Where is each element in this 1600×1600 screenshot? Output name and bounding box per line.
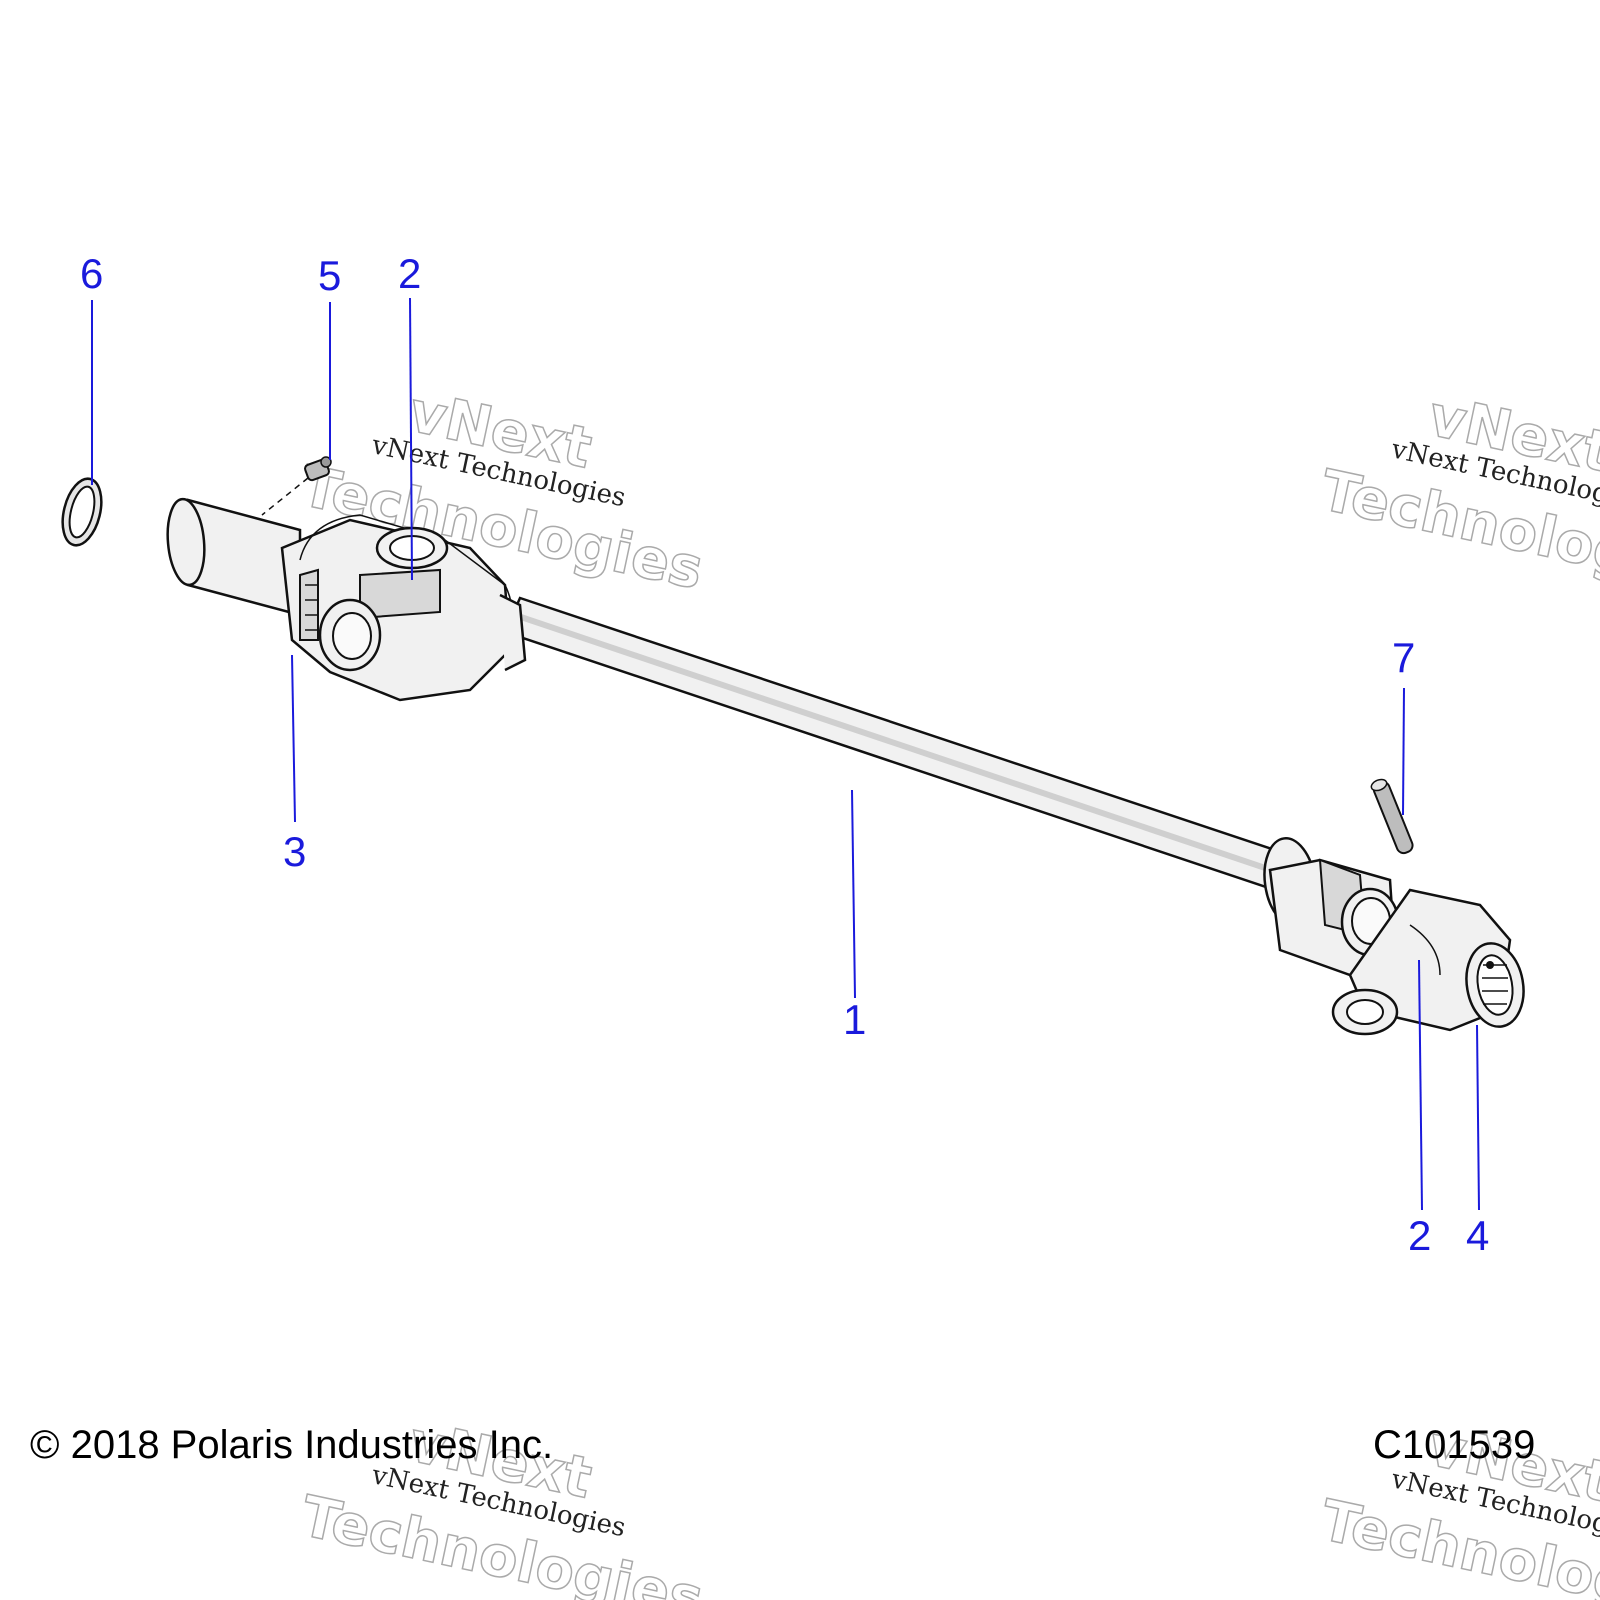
callout-4: 4 <box>1466 1212 1489 1259</box>
leader-2b <box>1418 959 1423 1211</box>
leader-2a <box>409 297 413 581</box>
callout-7: 7 <box>1392 634 1415 681</box>
watermark-top-right: vNext Technologies vNext Technologies <box>1314 383 1600 607</box>
roll-pin-part <box>1370 778 1414 855</box>
leader-lines <box>91 297 1480 1211</box>
left-yoke-assembly <box>280 514 527 702</box>
diagram-code: C101539 <box>1373 1423 1535 1467</box>
leader-4 <box>1476 1024 1480 1211</box>
left-stub-shaft <box>166 497 302 617</box>
grease-fitting-part <box>261 456 332 516</box>
callout-3: 3 <box>283 828 306 875</box>
right-yoke-assembly <box>1263 837 1525 1036</box>
leader-1 <box>851 789 856 999</box>
copyright-text: © 2018 Polaris Industries Inc. <box>30 1423 553 1467</box>
drive-shaft-tube <box>503 596 1292 892</box>
callout-2-top: 2 <box>398 250 421 297</box>
leader-3 <box>291 654 296 823</box>
callout-2-bottom: 2 <box>1408 1212 1431 1259</box>
callout-5: 5 <box>318 252 341 299</box>
leader-7 <box>1402 687 1405 816</box>
callout-1: 1 <box>843 996 866 1043</box>
callout-labels: 6 5 2 3 1 7 2 4 <box>80 250 1489 1259</box>
o-ring-part <box>61 477 103 547</box>
callout-6: 6 <box>80 250 103 297</box>
